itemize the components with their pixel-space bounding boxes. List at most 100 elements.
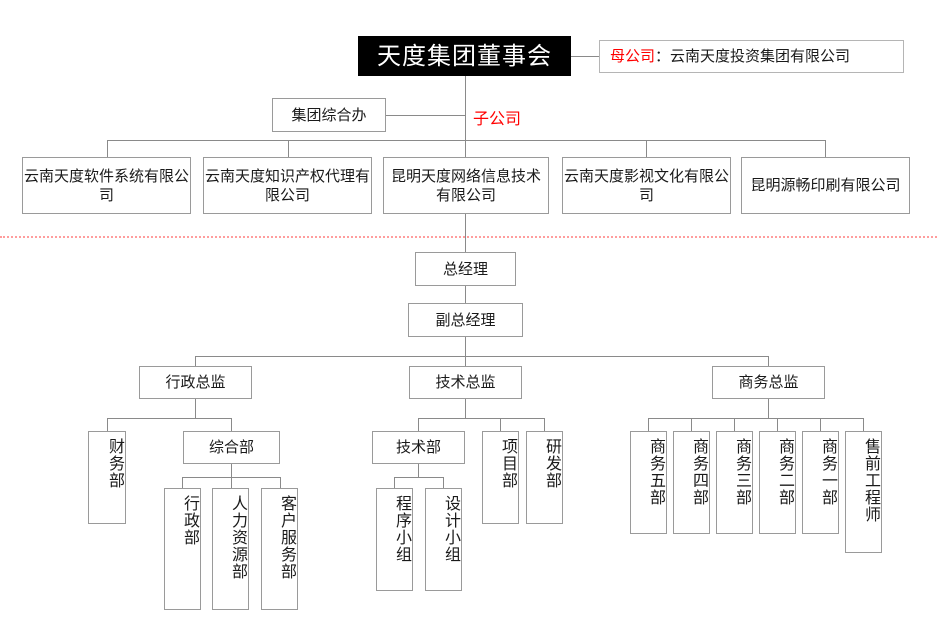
parent-company-separator: ： bbox=[655, 47, 671, 66]
parent-company-value: 云南天度投资集团有限公司 bbox=[670, 47, 851, 66]
node-label: 商务四部 bbox=[690, 438, 709, 506]
connector-subsidiary-stub-4 bbox=[646, 140, 647, 157]
section-divider bbox=[0, 236, 937, 238]
node-label: 行政总监 bbox=[165, 373, 226, 392]
connector-tech-dept-trunk bbox=[418, 464, 419, 477]
node-label: 集团综合办 bbox=[291, 105, 367, 124]
node-label: 天度集团董事会 bbox=[377, 42, 552, 70]
node-label: 商务五部 bbox=[647, 438, 666, 506]
connector-board-to-parent-note bbox=[571, 56, 599, 57]
node-director-admin[interactable]: 行政总监 bbox=[139, 366, 252, 399]
node-rnd-dept[interactable]: 研发部 bbox=[526, 431, 563, 524]
node-label: 云南天度知识产权代理有限公司 bbox=[204, 166, 370, 204]
node-general-dept[interactable]: 综合部 bbox=[183, 431, 280, 464]
connector-business-stub-5 bbox=[820, 418, 821, 431]
node-label: 云南天度影视文化有限公司 bbox=[563, 166, 729, 204]
node-deputy-general-manager[interactable]: 副总经理 bbox=[408, 303, 523, 337]
connector-tech-dept-stub-2 bbox=[443, 477, 444, 488]
connector-general-dept-trunk bbox=[231, 464, 232, 477]
node-programming-team[interactable]: 程序小组 bbox=[376, 488, 413, 591]
node-label: 商务一部 bbox=[819, 438, 838, 506]
connector-tech-stub-2 bbox=[500, 418, 501, 431]
connector-general-dept-stub-3 bbox=[280, 477, 281, 488]
connector-business-stub-4 bbox=[777, 418, 778, 431]
node-label: 副总经理 bbox=[435, 310, 496, 329]
node-hr-dept[interactable]: 人力资源部 bbox=[212, 488, 249, 610]
note-parent-company: 母公司：云南天度投资集团有限公司 bbox=[599, 40, 904, 73]
connector-admin-bar bbox=[107, 418, 231, 419]
connector-business-stub-6 bbox=[863, 418, 864, 431]
node-administration-dept[interactable]: 行政部 bbox=[164, 488, 201, 610]
connector-director-stub-1 bbox=[195, 356, 196, 366]
connector-tech-trunk bbox=[465, 399, 466, 418]
connector-general-dept-stub-2 bbox=[231, 477, 232, 488]
connector-business-stub-1 bbox=[648, 418, 649, 431]
node-business-dept-1[interactable]: 商务一部 bbox=[802, 431, 839, 534]
node-subsidiary-3[interactable]: 昆明天度网络信息技术有限公司 bbox=[383, 157, 549, 214]
connector-subsidiary3-to-gm bbox=[465, 214, 466, 252]
connector-subsidiary-bar bbox=[107, 140, 826, 141]
connector-deputy-trunk bbox=[465, 337, 466, 356]
connector-admin-trunk bbox=[195, 399, 196, 418]
node-label: 昆明源畅印刷有限公司 bbox=[750, 176, 901, 195]
connector-subsidiary-stub-3 bbox=[465, 140, 466, 157]
connector-group-office-to-trunk bbox=[386, 115, 465, 116]
connector-business-bar bbox=[648, 418, 863, 419]
connector-business-trunk bbox=[768, 399, 769, 418]
node-label: 客户服务部 bbox=[278, 495, 297, 580]
node-label: 行政部 bbox=[181, 495, 200, 546]
label-subsidiary-group: 子公司 bbox=[473, 109, 522, 128]
node-business-dept-4[interactable]: 商务四部 bbox=[673, 431, 710, 534]
connector-director-stub-2 bbox=[465, 356, 466, 366]
node-presales-engineer[interactable]: 售前工程师 bbox=[845, 431, 882, 553]
node-label: 财务部 bbox=[106, 438, 125, 489]
connector-subsidiary-stub-5 bbox=[825, 140, 826, 157]
node-tech-dept[interactable]: 技术部 bbox=[372, 431, 465, 464]
connector-business-stub-2 bbox=[691, 418, 692, 431]
connector-director-bar bbox=[195, 356, 768, 357]
connector-tech-dept-bar bbox=[394, 477, 443, 478]
connector-subsidiary-stub-1 bbox=[107, 140, 108, 157]
parent-company-label: 母公司 bbox=[610, 47, 656, 66]
node-subsidiary-4[interactable]: 云南天度影视文化有限公司 bbox=[562, 157, 731, 214]
node-label: 技术部 bbox=[395, 438, 441, 457]
node-subsidiary-2[interactable]: 云南天度知识产权代理有限公司 bbox=[203, 157, 372, 214]
node-label: 项目部 bbox=[499, 438, 518, 489]
node-director-business[interactable]: 商务总监 bbox=[712, 366, 825, 399]
node-business-dept-3[interactable]: 商务三部 bbox=[716, 431, 753, 534]
node-group-office[interactable]: 集团综合办 bbox=[272, 98, 386, 132]
connector-board-trunk bbox=[465, 76, 466, 140]
node-project-dept[interactable]: 项目部 bbox=[482, 431, 519, 524]
connector-gm-to-deputy bbox=[465, 286, 466, 303]
connector-tech-dept-stub-1 bbox=[394, 477, 395, 488]
node-label: 综合部 bbox=[208, 438, 254, 457]
connector-tech-stub-1 bbox=[418, 418, 419, 431]
node-director-tech[interactable]: 技术总监 bbox=[409, 366, 522, 399]
parent-company-text: 母公司：云南天度投资集团有限公司 bbox=[610, 47, 850, 66]
node-label: 程序小组 bbox=[393, 495, 412, 563]
node-subsidiary-5[interactable]: 昆明源畅印刷有限公司 bbox=[741, 157, 910, 214]
connector-tech-stub-3 bbox=[544, 418, 545, 431]
connector-business-stub-3 bbox=[734, 418, 735, 431]
node-label: 云南天度软件系统有限公司 bbox=[23, 166, 189, 204]
node-design-team[interactable]: 设计小组 bbox=[425, 488, 462, 591]
node-label: 售前工程师 bbox=[862, 438, 881, 523]
node-customer-service-dept[interactable]: 客户服务部 bbox=[261, 488, 298, 610]
node-board-of-directors[interactable]: 天度集团董事会 bbox=[358, 36, 571, 76]
node-subsidiary-1[interactable]: 云南天度软件系统有限公司 bbox=[22, 157, 191, 214]
connector-admin-stub-2 bbox=[231, 418, 232, 431]
node-business-dept-2[interactable]: 商务二部 bbox=[759, 431, 796, 534]
node-finance-dept[interactable]: 财务部 bbox=[88, 431, 126, 524]
node-label: 研发部 bbox=[543, 438, 562, 489]
node-label: 总经理 bbox=[442, 259, 488, 278]
node-label: 设计小组 bbox=[442, 495, 461, 563]
node-label: 商务总监 bbox=[738, 373, 799, 392]
node-business-dept-5[interactable]: 商务五部 bbox=[630, 431, 667, 534]
node-label: 人力资源部 bbox=[229, 495, 248, 580]
connector-tech-bar bbox=[418, 418, 544, 419]
connector-admin-stub-1 bbox=[107, 418, 108, 431]
node-label: 昆明天度网络信息技术有限公司 bbox=[390, 166, 541, 204]
node-general-manager[interactable]: 总经理 bbox=[415, 252, 516, 286]
connector-general-dept-stub-1 bbox=[182, 477, 183, 488]
